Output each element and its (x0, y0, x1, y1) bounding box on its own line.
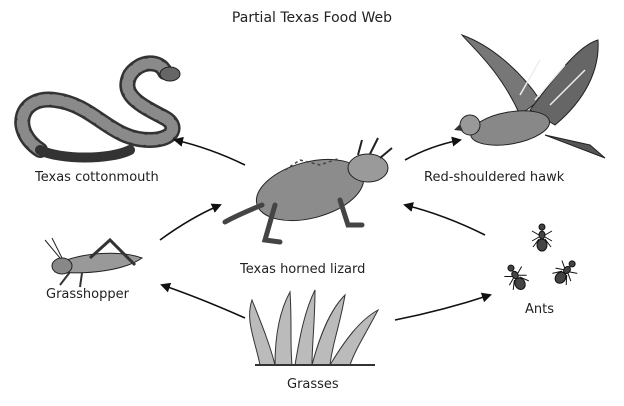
diagram-title: Partial Texas Food Web (231, 10, 393, 26)
arrow-grasses-to-grasshopper (160, 282, 246, 319)
label-cottonmouth: Texas cottonmouth (35, 170, 159, 185)
hawk-image (454, 33, 606, 159)
arrow-grasshopper-to-lizard (159, 203, 222, 241)
label-grasshopper: Grasshopper (46, 287, 129, 302)
grasshopper-image (44, 237, 144, 288)
arrow-lizard-to-hawk (404, 136, 462, 161)
arrow-grasses-to-ants (394, 292, 492, 321)
cottonmouth-image (14, 55, 181, 163)
horned-lizard-image (222, 137, 393, 245)
label-lizard: Texas horned lizard (240, 262, 366, 277)
label-hawk: Red-shouldered hawk (424, 170, 565, 185)
arrow-ants-to-lizard (403, 202, 486, 236)
label-grasses: Grasses (287, 377, 339, 392)
label-ants: Ants (525, 302, 555, 317)
ants-image (504, 223, 578, 290)
arrow-lizard-to-cottonmouth (173, 136, 246, 166)
grasses-image (249, 289, 380, 366)
